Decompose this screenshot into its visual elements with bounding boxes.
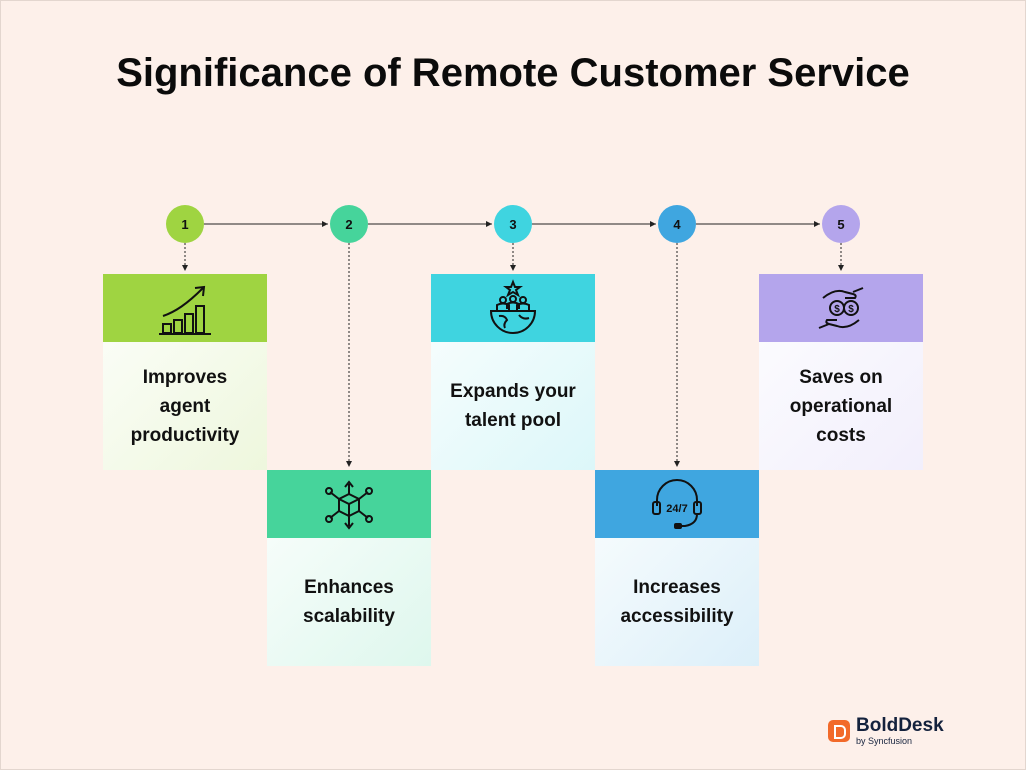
- card-label-3: Expands your talent pool: [431, 342, 595, 470]
- card-header-1: [103, 274, 267, 342]
- svg-text:$: $: [834, 304, 840, 315]
- svg-text:$: $: [848, 304, 854, 315]
- card-enhances-scalability: Enhances scalability: [267, 470, 431, 666]
- page-title: Significance of Remote Customer Service: [116, 51, 910, 95]
- card-improves-productivity: Improves agent productivity: [103, 274, 267, 470]
- bolddesk-logo-mark: [828, 720, 850, 742]
- step-badge-5: 5: [822, 205, 860, 243]
- svg-text:24/7: 24/7: [666, 503, 687, 515]
- card-header-4: 24/7: [595, 470, 759, 538]
- scalable-cube-icon: [321, 476, 377, 532]
- card-label-1: Improves agent productivity: [103, 342, 267, 470]
- bolddesk-logo: BoldDesk by Syncfusion: [828, 716, 944, 746]
- logo-wordmark: BoldDesk: [856, 715, 944, 736]
- step-badge-1: 1: [166, 205, 204, 243]
- card-expands-talent-pool: Expands your talent pool: [431, 274, 595, 470]
- card-header-5: $ $: [759, 274, 923, 342]
- card-label-4: Increases accessibility: [595, 538, 759, 666]
- support-24-7-icon: 24/7: [647, 474, 707, 534]
- step-badge-3: 3: [494, 205, 532, 243]
- card-label-2: Enhances scalability: [267, 538, 431, 666]
- step-badge-4: 4: [658, 205, 696, 243]
- card-increases-accessibility: 24/7 Increases accessibility: [595, 470, 759, 666]
- money-hand-icon: $ $: [811, 278, 871, 338]
- step-badge-2: 2: [330, 205, 368, 243]
- card-header-2: [267, 470, 431, 538]
- card-header-3: [431, 274, 595, 342]
- card-saves-costs: $ $ Saves on operational costs: [759, 274, 923, 470]
- logo-byline: by Syncfusion: [856, 736, 913, 746]
- card-label-5: Saves on operational costs: [759, 342, 923, 470]
- global-team-icon: [483, 278, 543, 338]
- growth-chart-icon: [157, 280, 213, 336]
